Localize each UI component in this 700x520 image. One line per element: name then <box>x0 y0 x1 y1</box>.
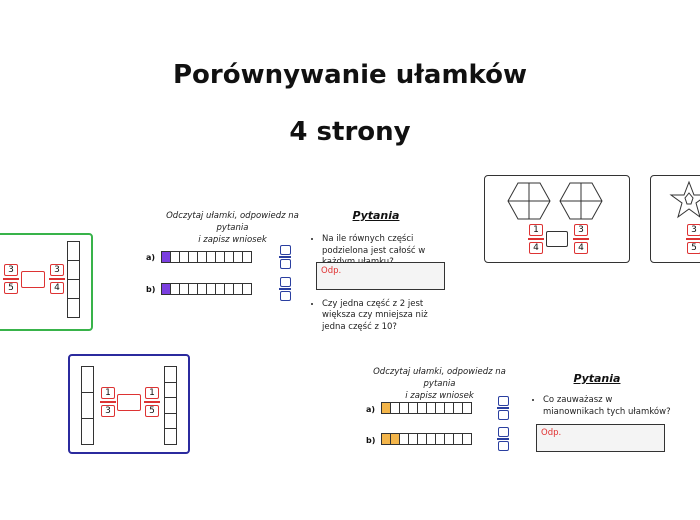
left-fraction: 1 3 <box>100 387 116 417</box>
left-fraction: 3 5 <box>3 264 19 294</box>
questions-heading-bottom: Pytania <box>573 372 621 385</box>
page-title: Porównywanie ułamków <box>172 60 528 90</box>
comparison-box <box>117 394 141 411</box>
row-label-a: a) <box>366 405 376 414</box>
green-comparison-card: 3 5 3 4 <box>0 233 93 331</box>
navy-comparison-card: 1 3 1 5 <box>68 354 190 454</box>
fraction-line <box>49 278 65 280</box>
comparison-box <box>546 231 568 247</box>
numerator-box: 3 <box>50 264 64 276</box>
right-fraction: 3 4 <box>49 264 65 294</box>
row-label-a: a) <box>146 253 156 262</box>
fraction-line <box>3 278 19 280</box>
answer-label: Odp. <box>321 266 342 276</box>
instruction-top: Odczytaj ułamki, odpowiedz na pytania i … <box>166 211 299 245</box>
vertical-bar-4 <box>67 241 80 318</box>
fraction-bar-b <box>161 283 252 295</box>
vertical-bar-3 <box>81 366 94 445</box>
vertical-bar-5 <box>164 366 177 445</box>
right-fraction: 3 4 <box>573 224 589 254</box>
questions-list-bottom: Co zauważasz w mianownikach tych ułamków… <box>531 395 671 448</box>
answer-field-bottom[interactable]: Odp. <box>536 424 665 452</box>
fraction-bar-a <box>381 402 472 414</box>
denominator-box: 4 <box>50 281 64 294</box>
questions-list-top: Na ile równych części podzielona jest ca… <box>310 234 450 363</box>
right-fraction: 1 5 <box>144 387 160 417</box>
comparison-box <box>21 271 45 288</box>
row-label-b: b) <box>366 436 376 445</box>
answer-label: Odp. <box>541 428 562 438</box>
left-fraction: 1 4 <box>528 224 544 254</box>
hexagon-right-icon <box>559 182 603 220</box>
denominator-box: 5 <box>4 281 18 294</box>
answer-field-top[interactable]: Odp. <box>316 262 445 290</box>
instruction-bottom: Odczytaj ułamki, odpowiedz na pytania i … <box>373 367 506 401</box>
numerator-box: 3 <box>4 264 18 276</box>
hexagon-comparison-card: 1 4 3 4 <box>484 175 630 263</box>
fraction-input-a[interactable] <box>279 245 291 269</box>
fraction-bar-b <box>381 433 472 445</box>
fraction-input-b[interactable] <box>497 427 509 451</box>
star-fraction: 3 5 <box>686 224 700 254</box>
question-1: Co zauważasz w mianownikach tych ułamków… <box>543 395 671 418</box>
fraction-input-a[interactable] <box>497 396 509 420</box>
star-icon <box>669 180 700 219</box>
questions-heading-top: Pytania <box>352 209 400 222</box>
row-label-b: b) <box>146 285 156 294</box>
question-2: Czy jedna część z 2 jest większa czy mni… <box>322 299 450 334</box>
fraction-bar-a <box>161 251 252 263</box>
star-comparison-card: 3 5 <box>650 175 700 263</box>
hexagon-left-icon <box>507 182 551 220</box>
fraction-input-b[interactable] <box>279 277 291 301</box>
page-subtitle: 4 strony <box>289 117 411 147</box>
